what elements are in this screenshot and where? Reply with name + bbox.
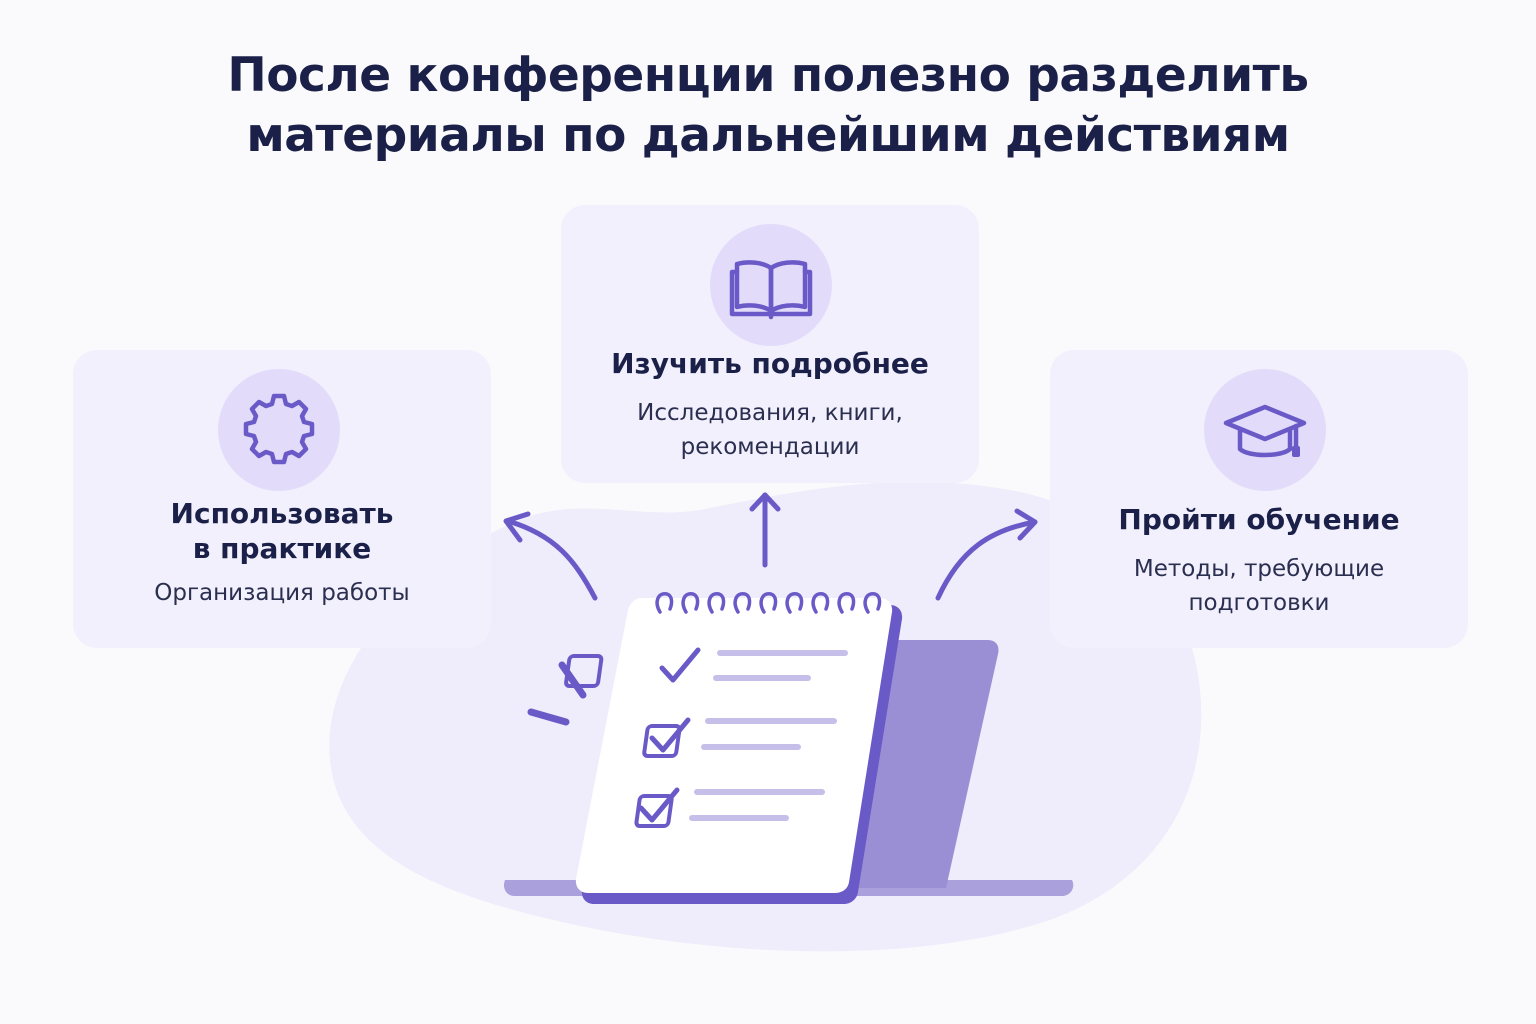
book-icon (710, 224, 832, 346)
card-title: Изучить подробнее (611, 347, 929, 380)
checkbox-2 (642, 724, 682, 758)
arrow-up (749, 492, 781, 568)
card-description: Методы, требующие подготовки (1050, 552, 1468, 620)
checkbox-3 (634, 794, 674, 828)
card-description-line: Исследования, книги, (637, 400, 903, 426)
card-description: Исследования, книги, рекомендации (561, 396, 979, 464)
card-title-line: в практике (192, 532, 372, 565)
page-title: После конференции полезно разделить мате… (0, 46, 1536, 166)
arrow-left (503, 511, 598, 601)
card-description-line: рекомендации (680, 434, 860, 460)
card-use-in-practice: Использовать в практике Организация рабо… (73, 350, 491, 648)
check-mark-2 (649, 717, 691, 753)
title-line-1: После конференции полезно разделить (227, 48, 1309, 103)
notepad-spiral (655, 592, 882, 614)
checklist (564, 647, 848, 828)
title-line-2: материалы по дальнейшим действиям (246, 108, 1290, 163)
gear-icon (218, 369, 340, 491)
card-title-line: Использовать (170, 497, 394, 530)
card-title: Пройти обучение (1118, 503, 1400, 536)
check-mark-3 (638, 787, 680, 823)
arrow-right (935, 508, 1038, 601)
spark-lines (527, 661, 587, 726)
card-description: Организация работы (154, 580, 410, 606)
card-description-line: подготовки (1188, 590, 1330, 616)
card-take-training: Пройти обучение Методы, требующие подгот… (1050, 350, 1468, 648)
check-mark-1 (659, 647, 701, 683)
card-title: Использовать в практике (73, 496, 491, 566)
card-description-line: Методы, требующие (1133, 556, 1385, 582)
graduation-cap-icon (1204, 369, 1326, 491)
card-study-more: Изучить подробнее Исследования, книги, р… (561, 205, 979, 483)
